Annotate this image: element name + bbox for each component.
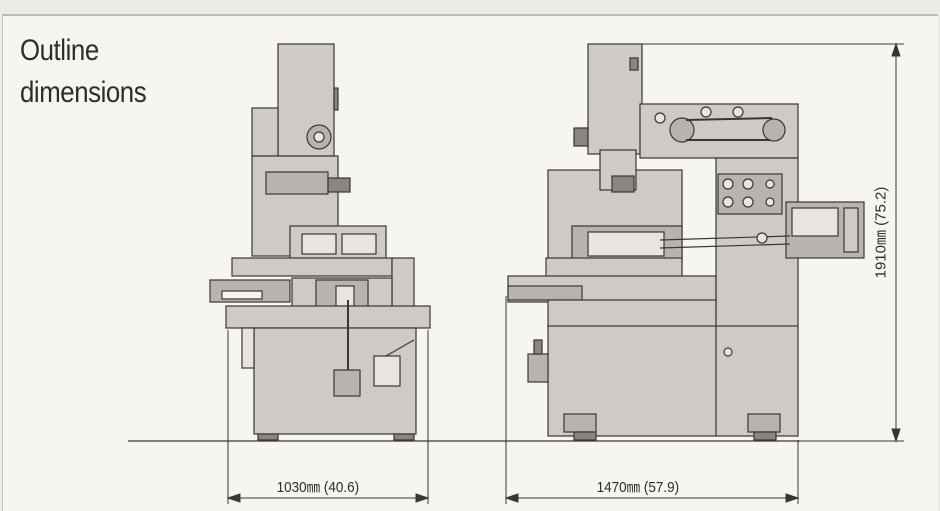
- title-line-2: dimensions: [20, 76, 147, 109]
- height-arrow-top: [891, 42, 901, 57]
- side-width-arrow-left: [504, 493, 519, 503]
- front-width-label: 1030㎜ (40.6): [276, 479, 360, 496]
- height-label: 1910㎜ (75.2): [872, 186, 890, 279]
- front-view-machine: [209, 43, 431, 441]
- title-line-1: Outline: [20, 34, 99, 67]
- figure-title: Outline dimensions: [20, 30, 147, 114]
- dimension-lines: [226, 42, 904, 504]
- side-view-machine: [507, 43, 865, 441]
- side-width-arrow-right: [785, 493, 800, 503]
- front-width-arrow-right: [415, 493, 430, 503]
- side-width-label: 1470㎜ (57.9): [596, 479, 680, 496]
- height-arrow-bottom: [891, 428, 901, 443]
- front-width-arrow-left: [226, 493, 241, 503]
